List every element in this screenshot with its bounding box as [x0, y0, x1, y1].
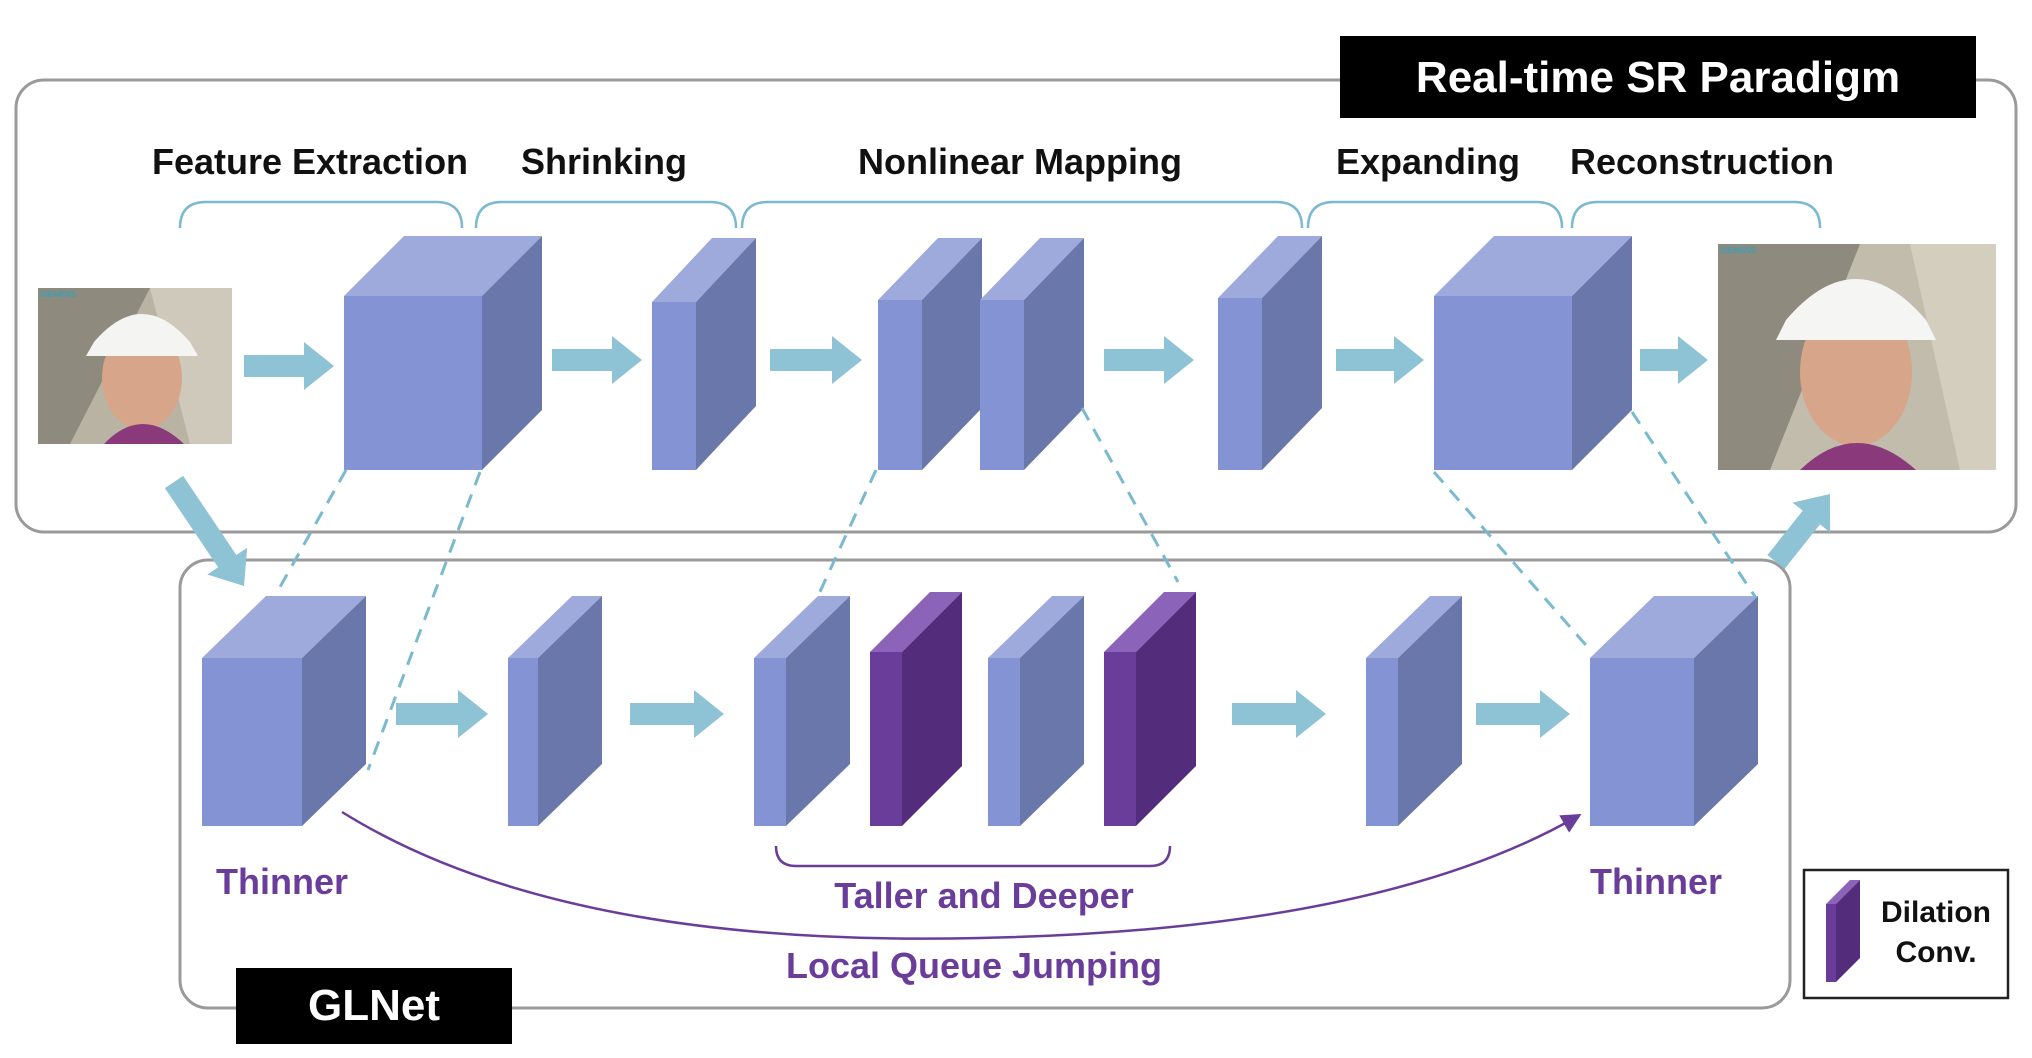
realtime-sr-title-text: Real-time SR Paradigm: [1416, 53, 1900, 102]
arrow-mapping-to-expanding: [1104, 336, 1194, 384]
stage-label-nonlinear-mapping: Nonlinear Mapping: [858, 141, 1182, 182]
arrow-input-to-feature: [244, 342, 334, 390]
dashed-mapping-right: [1080, 407, 1180, 583]
label-local-queue-jumping: Local Queue Jumping: [786, 945, 1162, 986]
block-reconstruction: [1434, 236, 1632, 470]
stage-label-reconstruction: Reconstruction: [1570, 141, 1834, 182]
arrow-reconstruction-to-output: [1640, 336, 1708, 384]
dashed-feature-right: [366, 471, 482, 771]
bracket-feature-extraction: [178, 200, 464, 229]
input-image: SIEMENS: [38, 288, 232, 444]
arrow-input-to-glnet: [164, 475, 248, 586]
arrow-expanding-to-reconstruction: [1336, 336, 1424, 384]
label-taller-deeper: Taller and Deeper: [834, 875, 1133, 916]
block-nonlinear-1: [878, 238, 982, 470]
dashed-reconstruction-left: [1432, 471, 1594, 653]
dashed-reconstruction-right: [1630, 411, 1758, 599]
glnet-block-shrinking: [508, 596, 602, 826]
block-nonlinear-2: [980, 238, 1084, 470]
glnet-title-text: GLNet: [308, 981, 440, 1030]
local-queue-jumping-curve: [341, 810, 1582, 940]
arrow-feature-to-shrinking: [552, 336, 642, 384]
glnet-frame: [178, 558, 1792, 1010]
legend-label-line1: Dilation: [1881, 896, 1991, 929]
glnet-block-mapping-2: [988, 596, 1084, 826]
output-image-caption: SIEMENS: [1720, 246, 1757, 255]
legend-dilation-swatch: [1826, 880, 1860, 982]
arrow-glnet-to-output: [1767, 494, 1831, 569]
glnet-block-thinner-left: [202, 596, 366, 826]
glnet-block-dilation-1: [870, 592, 962, 826]
glnet-arrow-1: [396, 690, 488, 738]
glnet-block-thinner-right: [1590, 596, 1758, 826]
bracket-shrinking: [474, 200, 738, 229]
bracket-nonlinear-mapping: [740, 200, 1304, 229]
bracket-reconstruction: [1570, 200, 1822, 229]
block-shrinking: [652, 238, 756, 470]
glnet-block-mapping-1: [754, 596, 850, 826]
glnet-block-dilation-2: [1104, 592, 1196, 826]
glnet-title: GLNet: [236, 968, 512, 1044]
stage-label-expanding: Expanding: [1336, 141, 1520, 182]
label-thinner-right: Thinner: [1590, 861, 1722, 902]
legend-label-line2: Conv.: [1895, 936, 1976, 969]
legend: Dilation Conv.: [1802, 868, 2010, 1000]
arrow-shrinking-to-mapping: [770, 336, 862, 384]
block-feature-extraction: [344, 236, 542, 470]
output-image: SIEMENS: [1718, 244, 1996, 470]
glnet-arrow-3: [1232, 690, 1326, 738]
bracket-taller-deeper: [774, 845, 1172, 868]
glnet-block-expanding: [1366, 596, 1462, 826]
glnet-arrow-4: [1476, 690, 1570, 738]
stage-label-shrinking: Shrinking: [521, 141, 687, 182]
block-expanding: [1218, 236, 1322, 470]
stage-label-feature-extraction: Feature Extraction: [152, 141, 468, 182]
realtime-sr-frame: [14, 78, 2018, 534]
input-image-caption: SIEMENS: [40, 290, 77, 299]
realtime-sr-title: Real-time SR Paradigm: [1340, 36, 1976, 118]
bracket-expanding: [1306, 200, 1564, 229]
glnet-arrow-2: [630, 690, 724, 738]
label-thinner-left: Thinner: [216, 861, 348, 902]
